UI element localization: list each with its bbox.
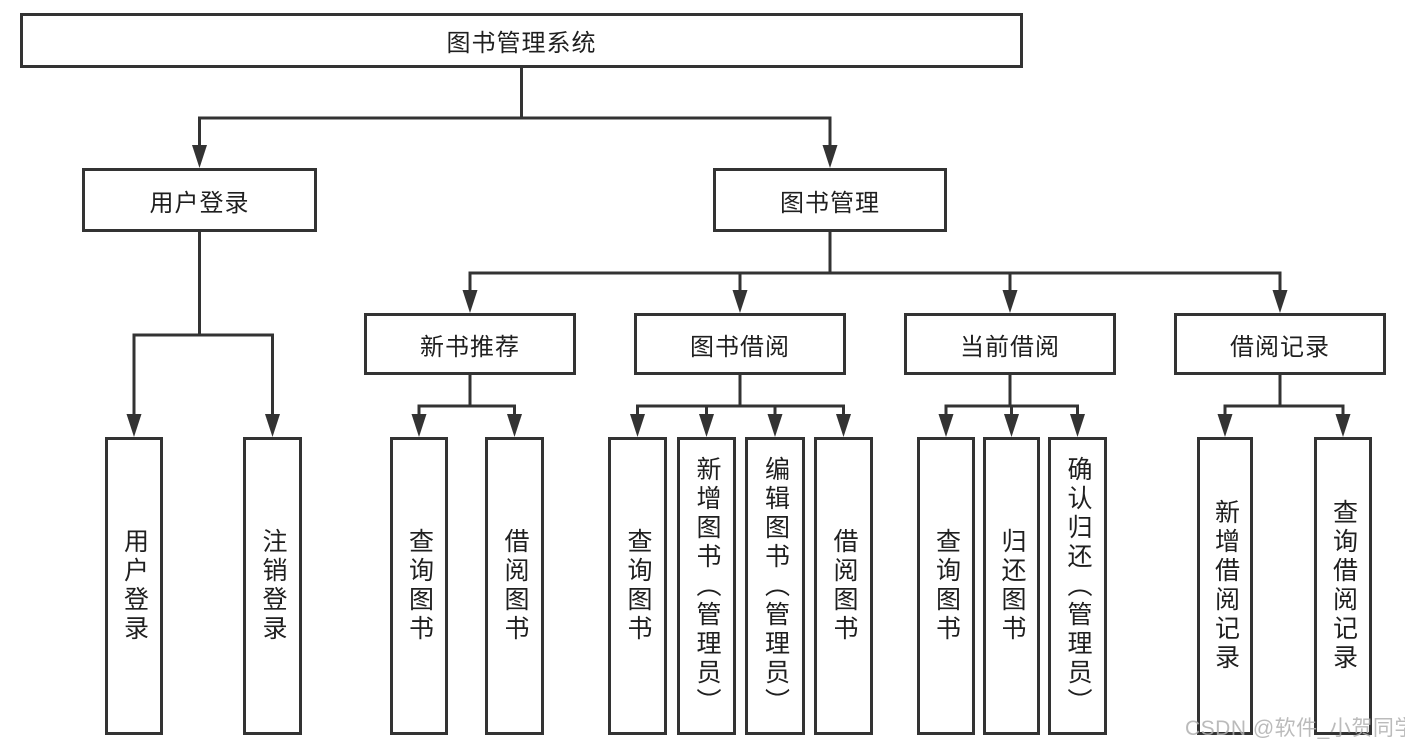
node-borrow-records: 借阅记录 — [1174, 313, 1386, 375]
node-label-borrow-records: 借阅记录 — [1230, 333, 1330, 361]
node-br-add: 新增借阅记录 — [1197, 437, 1253, 735]
node-cb-query: 查询图书 — [917, 437, 975, 735]
node-label-bb-edit: 编辑图书（管理员） — [761, 455, 790, 717]
node-br-query: 查询借阅记录 — [1314, 437, 1372, 735]
node-book-mgmt: 图书管理 — [713, 168, 947, 232]
node-nbr-borrow: 借阅图书 — [485, 437, 544, 735]
node-label-logout-leaf: 注销登录 — [259, 528, 287, 644]
node-label-br-query: 查询借阅记录 — [1329, 499, 1358, 673]
node-cb-return: 归还图书 — [983, 437, 1040, 735]
node-logout-leaf: 注销登录 — [243, 437, 302, 735]
node-user-login: 用户登录 — [82, 168, 317, 232]
node-label-nbr-borrow: 借阅图书 — [501, 528, 529, 644]
node-label-br-add: 新增借阅记录 — [1211, 499, 1240, 673]
node-label-login-leaf: 用户登录 — [120, 528, 149, 644]
node-label-nbr-query: 查询图书 — [405, 528, 434, 644]
node-bb-edit: 编辑图书（管理员） — [745, 437, 805, 735]
node-bb-add: 新增图书（管理员） — [677, 437, 736, 735]
node-label-cb-query: 查询图书 — [932, 528, 961, 644]
node-current-borrow: 当前借阅 — [904, 313, 1116, 375]
node-label-bb-add: 新增图书（管理员） — [693, 455, 721, 717]
node-nbr-query: 查询图书 — [390, 437, 448, 735]
node-login-leaf: 用户登录 — [105, 437, 163, 735]
node-book-borrow: 图书借阅 — [634, 313, 846, 375]
node-bb-query: 查询图书 — [608, 437, 667, 735]
node-cb-confirm: 确认归还（管理员） — [1048, 437, 1107, 735]
node-label-root: 图书管理系统 — [446, 30, 597, 57]
node-label-book-borrow: 图书借阅 — [690, 333, 790, 361]
node-label-current-borrow: 当前借阅 — [960, 333, 1060, 361]
node-bb-borrow: 借阅图书 — [814, 437, 873, 735]
node-label-bb-query: 查询图书 — [624, 528, 652, 644]
node-label-new-book-rec: 新书推荐 — [420, 333, 520, 361]
node-label-cb-return: 归还图书 — [998, 528, 1026, 644]
node-label-book-mgmt: 图书管理 — [780, 189, 880, 217]
node-new-book-rec: 新书推荐 — [364, 313, 576, 375]
node-label-bb-borrow: 借阅图书 — [830, 528, 858, 644]
node-root: 图书管理系统 — [20, 13, 1023, 68]
watermark: CSDN @软件_小贺同学 — [1185, 717, 1405, 740]
node-label-cb-confirm: 确认归还（管理员） — [1064, 455, 1092, 717]
node-label-user-login: 用户登录 — [149, 189, 250, 217]
